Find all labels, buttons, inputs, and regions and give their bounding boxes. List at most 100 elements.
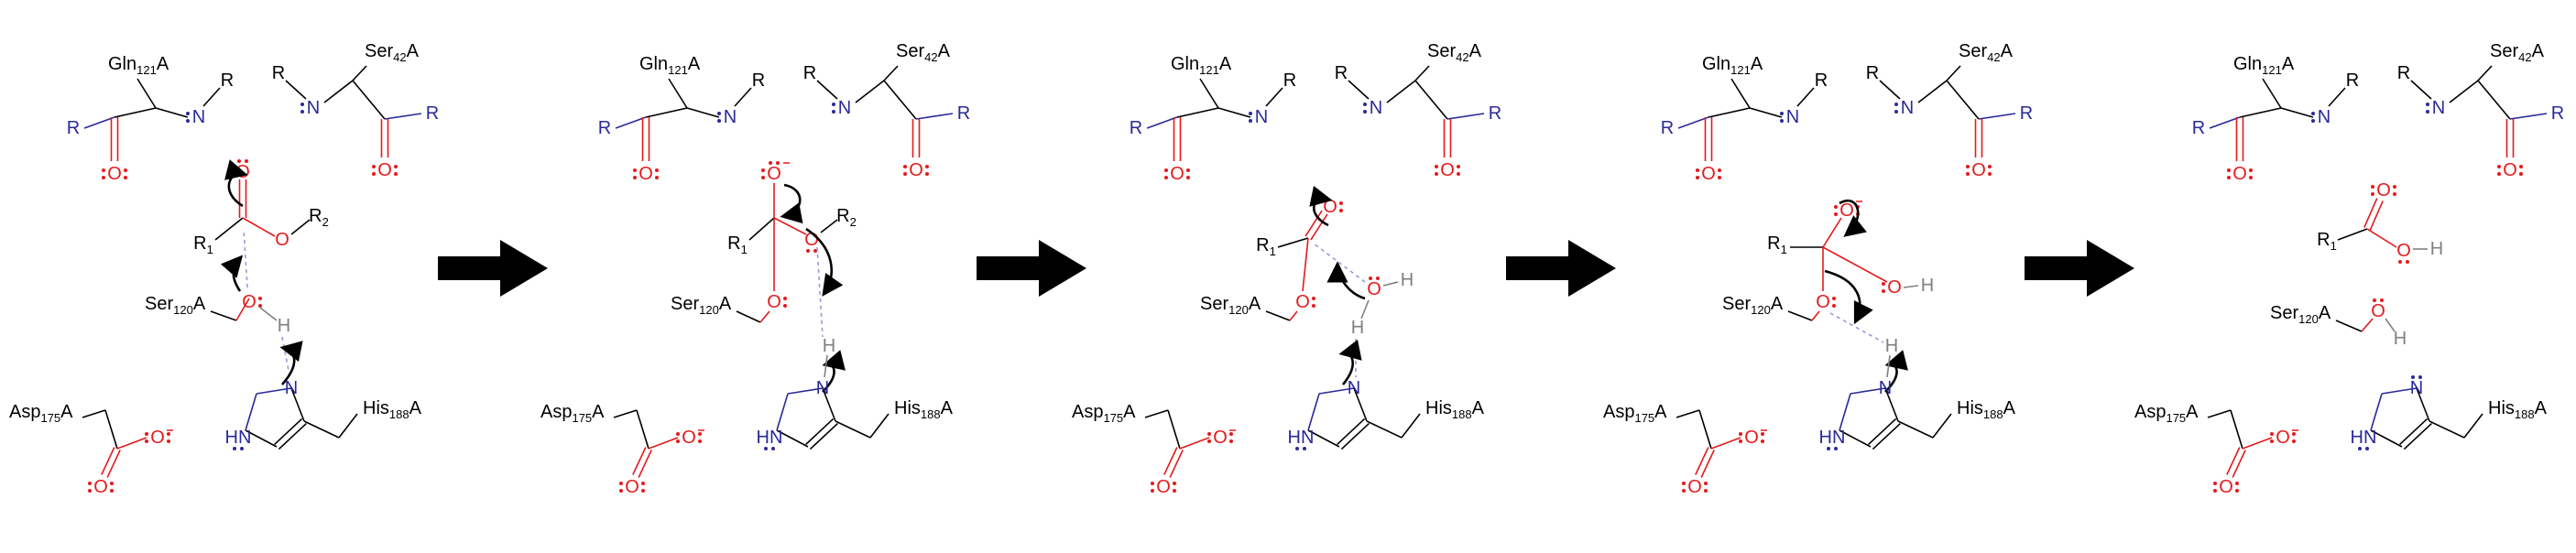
acyl-carbonyl-bond: [1304, 210, 1323, 237]
bond-line: [816, 80, 838, 100]
lone-pair-dot: [2270, 439, 2274, 443]
bond-line: [615, 116, 647, 129]
residue-chain: A: [2186, 402, 2199, 422]
bond-line: [2335, 320, 2363, 332]
lone-pair-dot: [2406, 260, 2409, 264]
lone-pair-dot: [717, 112, 721, 115]
ser42-amide-nitrogen: N: [1370, 98, 1382, 118]
his-ne2-nitrogen: N: [1879, 378, 1892, 398]
substrate-r2-symbol: R: [309, 206, 322, 226]
ser120-ester-oxygen-2: O: [1816, 292, 1830, 312]
bond-line: [883, 65, 899, 81]
reaction-arrows-layer: [438, 240, 2134, 297]
residue-chain: A: [157, 54, 169, 74]
residue-label-gln: Gln121A: [1171, 54, 1232, 77]
lone-pair-dot: [2426, 103, 2429, 106]
substrate-carbonyl-oxygen: O: [235, 162, 250, 182]
lone-pair-dot: [1249, 119, 1252, 123]
lone-pair-dot: [110, 482, 114, 485]
bond-line: [636, 409, 649, 450]
lone-pair-dot: [1834, 447, 1838, 450]
residue-chain: A: [1751, 54, 1763, 74]
substrate-r2: R2: [309, 206, 329, 229]
lone-pair-dot: [2213, 482, 2217, 485]
lone-pair-dot: [655, 176, 659, 179]
his-ring-double-bond: [274, 417, 303, 446]
residue-chain: A: [193, 294, 206, 314]
lone-pair-dot: [1966, 165, 1970, 168]
lone-pair-dot: [2235, 482, 2239, 485]
asp-carbonyl-bond: [1700, 450, 1715, 478]
bond-line: [2207, 409, 2232, 418]
residue-name: His: [1957, 398, 1983, 418]
his-ring-double-bond: [1337, 417, 1366, 446]
bond-line: [303, 420, 340, 439]
lone-pair-dot: [761, 176, 765, 179]
residue-number: 188: [921, 407, 941, 421]
residue-label-his: His188A: [1957, 398, 2016, 421]
bond-line: [1917, 80, 1948, 103]
residue-number: 188: [1452, 407, 1472, 421]
bond-line: [748, 217, 775, 241]
bond-line: [1199, 78, 1219, 109]
bond-line: [1796, 87, 1815, 107]
residue-chain: A: [2001, 41, 2014, 61]
ser120-ester-oxygen: O: [767, 292, 781, 312]
lone-pair-dot: [1696, 168, 1699, 172]
lone-pair-dot: [717, 119, 721, 123]
residue-chain: A: [2319, 303, 2331, 323]
bond-cleavage-arrow: [805, 227, 844, 297]
bond-line: [1366, 420, 1403, 439]
ser42-r-group: R: [1866, 63, 1879, 83]
asp-carboxylate-oxygen: O: [150, 428, 165, 448]
lone-pair-dot: [655, 168, 659, 172]
lone-pair-dot: [2426, 110, 2429, 114]
asp-carboxylate-oxygen: O: [1213, 428, 1228, 448]
residue-name: Asp: [1072, 402, 1103, 422]
lone-pair-dot: [167, 432, 170, 436]
bond-line: [214, 217, 244, 241]
residue-name: Asp: [1603, 402, 1634, 422]
lone-pair-dot: [1457, 165, 1460, 168]
residue-label-ser42: Ser42A: [1427, 41, 1482, 64]
lone-pair-dot: [2371, 192, 2374, 196]
residue-number: 42: [393, 50, 406, 64]
residue-number: 121: [1730, 63, 1751, 77]
bond-line: [1179, 437, 1210, 450]
ser42-r-group: R: [272, 63, 285, 83]
residue-label-asp: Asp175A: [1072, 402, 1136, 425]
acyl-r1: R1: [1256, 235, 1276, 258]
bond-line: [2410, 80, 2432, 100]
bond-line: [1414, 65, 1430, 81]
gln-backbone-r: R: [2192, 118, 2205, 138]
residue-name: Gln: [2233, 54, 2262, 74]
lone-pair-dot: [2519, 165, 2523, 168]
bond-line: [1698, 409, 1712, 450]
bond-line: [2242, 437, 2273, 450]
bond-line: [1897, 420, 1934, 439]
acyl-pi-arrow: [1309, 185, 1333, 227]
bond-line: [1167, 409, 1181, 450]
lone-pair-dot: [240, 447, 244, 450]
lone-pair-dot: [1682, 489, 1686, 493]
lone-pair-dot: [1339, 209, 1343, 212]
bond-line: [1710, 437, 1741, 450]
residue-name: Ser: [2490, 41, 2518, 61]
bond-line: [1265, 310, 1291, 321]
carbonyl-pi-arrow: [224, 159, 248, 208]
bond-line: [869, 413, 890, 439]
residue-label-ser42: Ser42A: [896, 41, 951, 64]
lone-pair-dot: [2358, 447, 2362, 450]
lone-pair-dot: [813, 249, 817, 253]
acyl-r1-symbol: R: [1256, 235, 1269, 255]
lone-pair-dot: [1295, 447, 1299, 450]
bond-line: [256, 387, 292, 395]
gln-r-group: R: [221, 70, 234, 91]
bond-line: [613, 409, 638, 418]
bond-line: [645, 107, 688, 118]
bond-line: [116, 437, 147, 450]
